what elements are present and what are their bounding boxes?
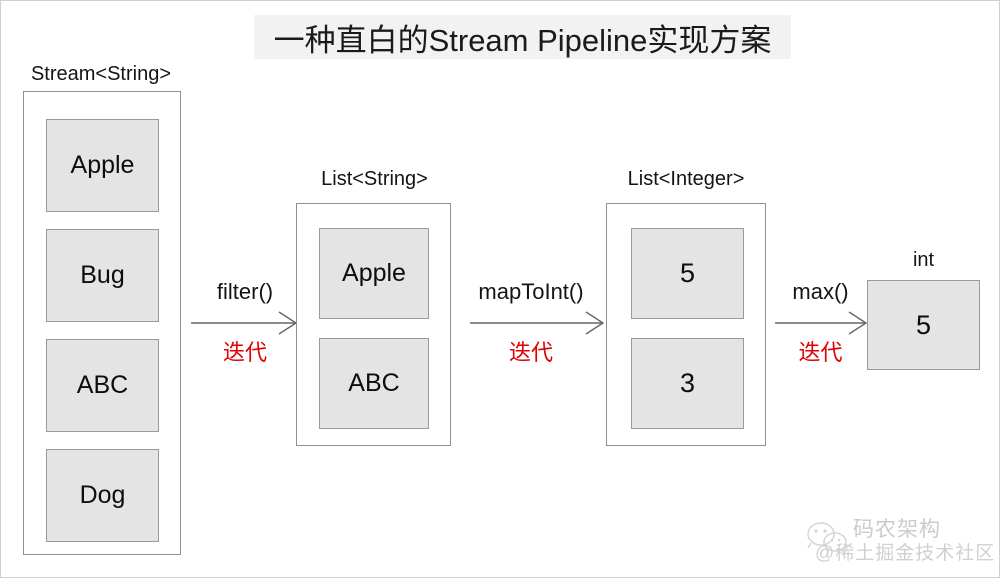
stage-container-list-integer: 5 3 (606, 203, 766, 446)
arrow-maptoint: mapToInt() 迭代 (456, 279, 606, 369)
arrow-operation-label: filter() (216, 279, 274, 304)
arrow-operation-label: mapToInt() (478, 279, 584, 304)
list-item: ABC (46, 339, 159, 432)
list-item: 5 (631, 228, 744, 319)
stage-container-stream-string: Apple Bug ABC Dog (23, 91, 181, 555)
list-item: Apple (46, 119, 159, 212)
list-item: Dog (46, 449, 159, 542)
list-item: 3 (631, 338, 744, 429)
arrow-note-label: 迭代 (222, 340, 267, 365)
watermark-source: @稀土掘金技术社区 (815, 543, 996, 564)
arrow-line-icon (470, 311, 605, 335)
list-item: ABC (319, 338, 429, 429)
stage-label-int: int (912, 249, 935, 271)
arrow-note-label: 迭代 (798, 340, 843, 365)
wechat-penguin-icon (807, 522, 847, 554)
stage-label-list-integer: List<Integer> (627, 168, 745, 190)
arrow-max: max() 迭代 (773, 279, 868, 369)
arrow-operation-label: max() (792, 279, 849, 304)
arrow-line-icon (775, 311, 868, 335)
arrow-note-label: 迭代 (508, 340, 553, 365)
stage-label-list-string: List<String> (321, 168, 428, 190)
watermark-brand: 码农架构 (853, 518, 941, 541)
diagram-title-band: 一种直白的Stream Pipeline实现方案 (254, 15, 791, 59)
stage-container-list-string: Apple ABC (296, 203, 451, 446)
watermark: 码农架构 @稀土掘金技术社区 (795, 509, 994, 571)
arrow-line-icon (191, 311, 298, 335)
stage-label-stream-string: Stream<String> (30, 63, 172, 85)
page-title: 一种直白的Stream Pipeline实现方案 (273, 22, 772, 58)
arrow-filter: filter() 迭代 (191, 279, 299, 369)
list-item: Bug (46, 229, 159, 322)
list-item: Apple (319, 228, 429, 319)
result-value-box: 5 (867, 280, 980, 370)
